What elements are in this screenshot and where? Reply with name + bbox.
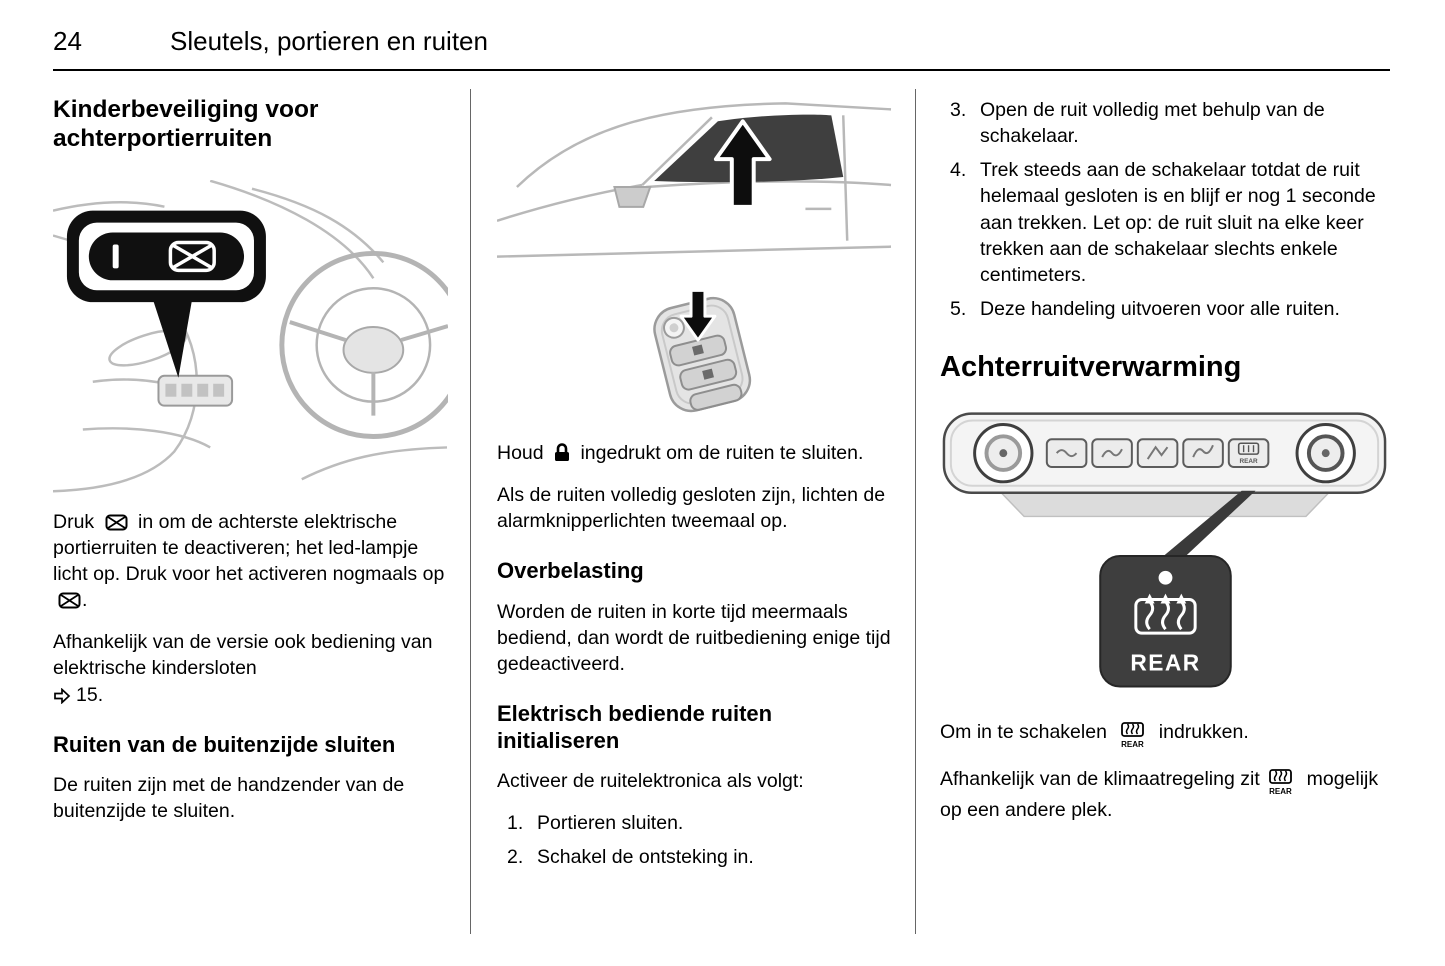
list-item: 4. Trek steeds aan de schakelaar totdat … <box>950 157 1390 288</box>
section-heading-child-safety: Kinderbeveiliging voor achterportierruit… <box>53 96 319 153</box>
paragraph-activate-electronics: Activeer de ruitelektronica als volgt: <box>497 769 804 792</box>
climate-panel-illustration: REAR REAR <box>940 407 1390 705</box>
rear-window-defrost-icon: REAR <box>1265 768 1296 797</box>
key-trunk-button <box>689 383 743 411</box>
rear-button-label: REAR <box>1239 458 1258 465</box>
text-run: ingedrukt om de ruiten te sluiten. <box>580 442 864 464</box>
subheading-initialise: Elektrisch bediende ruiten initialiseren <box>497 701 773 753</box>
text-run: Afhankelijk van de versie ook bediening … <box>53 631 433 680</box>
callout-pointer <box>152 297 193 378</box>
paragraph-close-outside: De ruiten zijn met de handzender van de … <box>53 774 405 823</box>
text-run: Druk <box>53 510 95 533</box>
list-text: Deze handeling uitvoeren voor alle ruite… <box>980 297 1340 320</box>
list-text: Schakel de ontsteking in. <box>537 846 754 869</box>
paragraph-child-lock: Druk in om de achterste elektrische port… <box>53 509 448 614</box>
numbered-list: 1. Portieren sluiten. 2. Schakel de onts… <box>507 810 893 870</box>
paragraph-hold-lock: Houd ingedrukt om de ruiten te sluiten. <box>497 440 893 466</box>
subheading-overload: Overbelasting <box>497 558 644 584</box>
text-run: Om in te schakelen <box>940 720 1107 743</box>
rear-defrost-callout: REAR <box>1099 554 1232 688</box>
list-number: 4. <box>950 159 967 182</box>
chapter-title: Sleutels, portieren en ruiten <box>170 26 488 56</box>
child-lock-icon <box>105 514 128 531</box>
led-indicator <box>112 244 119 269</box>
subheading-close-outside: Ruiten van de buitenzijde sluiten <box>53 731 396 757</box>
list-number: 2. <box>507 846 524 869</box>
temperature-knob <box>973 422 1034 484</box>
rear-window-defrost-icon: REAR <box>1117 721 1148 750</box>
text-run: . <box>82 589 88 612</box>
list-number: 1. <box>507 812 524 835</box>
padlock-icon <box>554 442 570 462</box>
content: Kinderbeveiliging voor achterportierruit… <box>53 71 1390 934</box>
text-run: mogelijk op een andere plek. <box>940 767 1379 821</box>
text-run: indrukken. <box>1158 720 1249 743</box>
page-ref-arrow-icon <box>53 687 71 704</box>
list-text: Open de ruit volledig met behulp van de … <box>980 99 1325 148</box>
list-item: 5. Deze handeling uitvoeren voor alle ru… <box>950 296 1390 322</box>
climate-button <box>1182 438 1224 468</box>
list-item: 1. Portieren sluiten. <box>507 810 893 836</box>
text-run: Afhankelijk van de klimaatregeling zit <box>940 767 1260 790</box>
column-middle: Houd ingedrukt om de ruiten te sluiten. … <box>470 89 916 934</box>
section-heading-rear-window-heating: Achterruitverwarming <box>940 351 1242 383</box>
page-header: 24 Sleutels, portieren en ruiten <box>53 0 1390 71</box>
child-lock-button <box>88 232 245 281</box>
text-run: Houd <box>497 442 544 464</box>
window-crossed-icon <box>168 240 216 272</box>
list-text: Portieren sluiten. <box>537 812 684 835</box>
paragraph-child-lock-versions: Afhankelijk van de versie ook bediening … <box>53 629 448 707</box>
paragraph-switch-on: Om in te schakelen REAR indrukken. <box>940 719 1390 750</box>
figure-climate-panel-rear-button: REAR REAR <box>940 407 1390 705</box>
list-item: 3. Open de ruit volledig met behulp van … <box>950 97 1390 149</box>
figure-remote-key <box>497 288 893 420</box>
callout-pointer <box>1163 490 1256 564</box>
led-dot <box>1158 570 1173 585</box>
column-right: 3. Open de ruit volledig met behulp van … <box>916 89 1390 934</box>
window-up-arrow-icon <box>713 119 772 209</box>
paragraph-location-varies: Afhankelijk van de klimaatregeling zit R… <box>940 766 1390 823</box>
door-panel-illustration <box>53 179 448 494</box>
list-text: Trek steeds aan de schakelaar totdat de … <box>980 159 1376 286</box>
page-number: 24 <box>53 26 82 56</box>
svg-text:REAR: REAR <box>1122 740 1145 749</box>
climate-button <box>1136 438 1179 468</box>
figure-window-arrow <box>497 89 893 274</box>
list-number: 5. <box>950 297 967 320</box>
svg-text:REAR: REAR <box>1269 787 1292 796</box>
list-number: 3. <box>950 99 967 121</box>
list-item: 2. Schakel de ontsteking in. <box>507 844 893 870</box>
rear-callout-label: REAR <box>1130 650 1200 676</box>
remote-key-illustration <box>497 288 892 420</box>
text-run: in om de achterste elektrische portierru… <box>53 510 445 586</box>
fan-knob <box>1295 422 1356 484</box>
paragraph-hazard-flash: Als de ruiten volledig gesloten zijn, li… <box>497 484 886 533</box>
numbered-list: 3. Open de ruit volledig met behulp van … <box>950 97 1390 322</box>
key-button-pointer-arrow <box>679 288 717 342</box>
paragraph-overload: Worden de ruiten in korte tijd meermaals… <box>497 600 891 676</box>
page-ref-number: 15. <box>76 683 104 706</box>
mirror <box>613 185 652 208</box>
column-left: Kinderbeveiliging voor achterportierruit… <box>53 89 470 934</box>
child-lock-icon <box>58 592 81 609</box>
car-window-illustration <box>497 89 892 274</box>
figure-door-panel-child-lock <box>53 179 448 495</box>
